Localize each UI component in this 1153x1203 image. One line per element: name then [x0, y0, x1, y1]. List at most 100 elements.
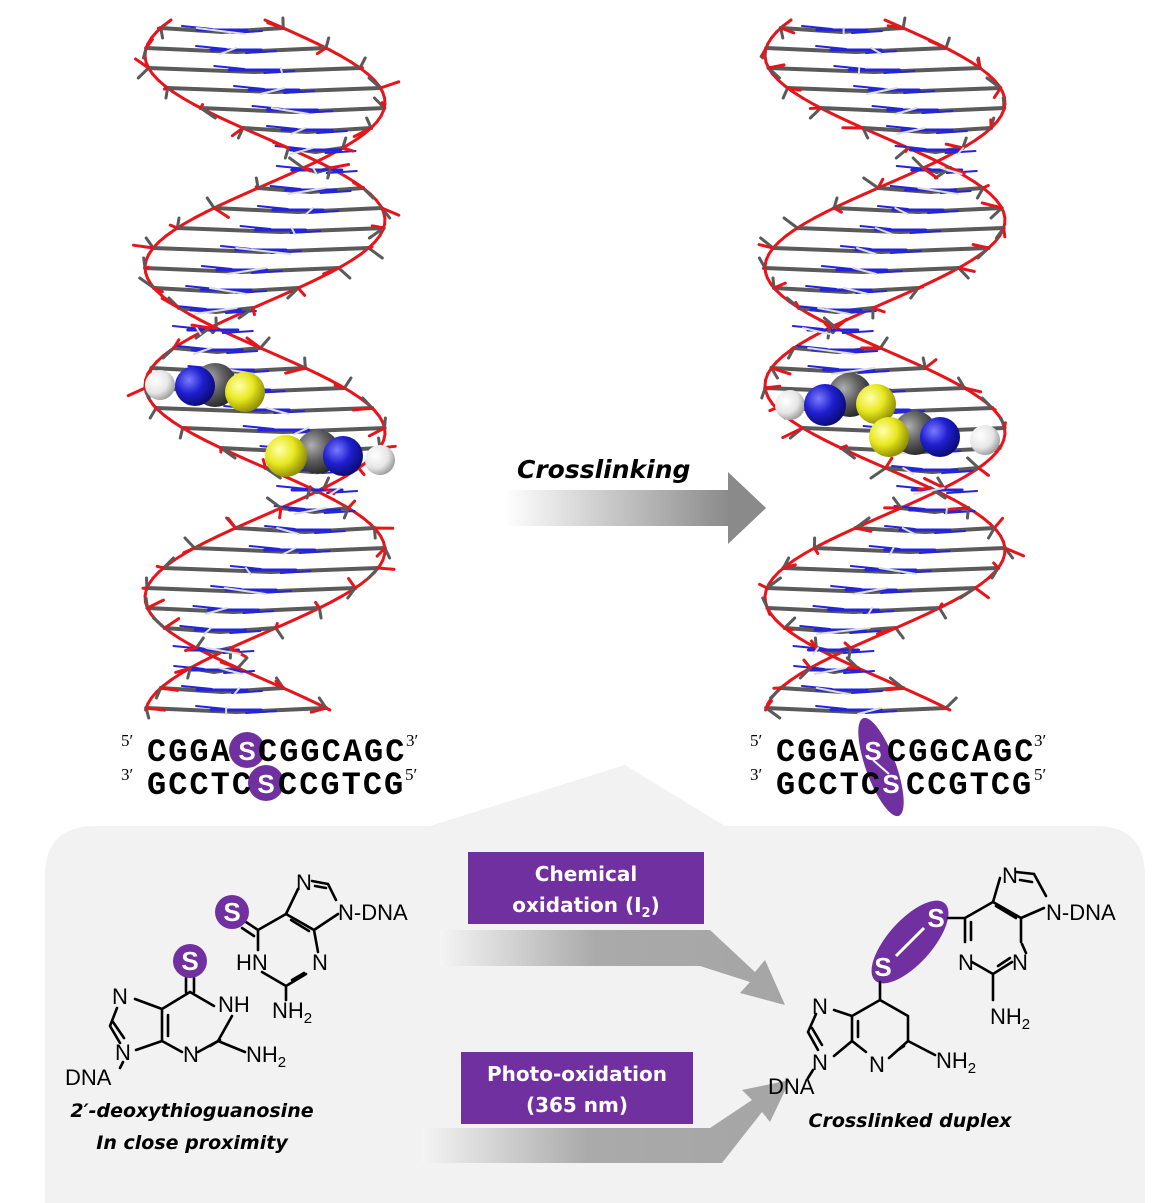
chemical-oxidation-box: Chemical oxidation (I2) [468, 852, 704, 924]
base-pair [883, 496, 976, 520]
base-pair [785, 296, 886, 320]
three-prime-label: 3′ [121, 765, 133, 784]
base-pair [155, 556, 396, 580]
base-pair [757, 236, 991, 260]
reactant-caption: 2′-deoxythioguanosine [70, 1100, 313, 1122]
base-pair [764, 696, 958, 720]
hydrogen-atom [970, 425, 1000, 455]
n-dna-label: N-DNA [1046, 900, 1116, 925]
base-pair [812, 536, 1026, 560]
base-pair [254, 176, 375, 200]
crosslinking-arrow [505, 472, 766, 544]
reaction-label: Photo-oxidation [487, 1062, 667, 1086]
svg-text:DNA: DNA [65, 1065, 112, 1090]
base-pair [853, 516, 1005, 540]
dna-duplex-model-before [126, 16, 401, 720]
five-prime-label: 5′ [121, 731, 133, 750]
nitrogen-atom [323, 436, 363, 476]
base-pair [841, 116, 996, 140]
photo-oxidation-box: Photo-oxidation (365 nm) [461, 1052, 693, 1124]
svg-text:N: N [812, 994, 828, 1019]
base-pair [862, 176, 990, 200]
svg-text:N: N [115, 1040, 131, 1065]
svg-text:N: N [112, 984, 128, 1009]
base-pair [134, 56, 367, 80]
base-pair [782, 216, 1007, 240]
base-pair [172, 636, 255, 660]
thioguanine-structure-lower: S NH N N N NH2 DNA [65, 944, 286, 1090]
sequence-text: CGGA [776, 734, 861, 771]
base-pair [144, 596, 323, 620]
n-dna-label: N-DNA [338, 900, 408, 925]
base-pair [151, 616, 285, 640]
sequence-text: CGGCAGC [887, 734, 1035, 771]
sequence-text: CCGTCG [906, 767, 1033, 804]
sulfur-atom [265, 435, 307, 477]
svg-text:N: N [1012, 950, 1028, 975]
dna-duplex-model-crosslinked [757, 16, 1026, 720]
svg-text:NH2: NH2 [246, 1042, 286, 1071]
base-pair [757, 256, 976, 280]
five-prime-label: 5′ [1034, 765, 1046, 784]
crosslinking-label: Crosslinking [517, 455, 691, 484]
photo-oxidation-arrow [422, 1080, 790, 1163]
thioguanine-s: S [238, 736, 255, 766]
thioguanine-s: S [882, 769, 899, 799]
svg-text:N: N [183, 1042, 199, 1067]
base-pair [265, 496, 357, 520]
base-pair [138, 276, 307, 300]
hydrogen-atom [775, 390, 805, 420]
base-pair [156, 16, 286, 40]
base-pair [225, 516, 395, 540]
mechanism-panel [45, 765, 1145, 1203]
base-pair [787, 336, 889, 360]
base-pair [808, 96, 1007, 120]
svg-text:S: S [927, 903, 944, 933]
reaction-label: Chemical [535, 862, 637, 886]
crosslinked-product-structure: S S N N-DNA N N NH2 N N N NH2 DNA Crossl… [768, 863, 1116, 1132]
svg-text:N: N [958, 950, 974, 975]
base-pair [182, 536, 392, 560]
base-pair [761, 596, 948, 620]
thioguanine-s: S [864, 736, 881, 766]
sequence-text: GCCTC [147, 767, 253, 804]
three-prime-label: 3′ [406, 731, 418, 750]
base-pair [782, 616, 905, 640]
base-pair [142, 256, 352, 280]
sequence-text: CCGTCG [278, 767, 405, 804]
nitrogen-atom [920, 417, 960, 457]
base-pair [162, 76, 401, 100]
svg-text:N: N [1002, 863, 1018, 888]
modified-base-highlight [248, 765, 284, 801]
base-pair [896, 476, 979, 500]
base-pair [759, 36, 951, 60]
chemical-oxidation-arrow [440, 930, 785, 1005]
base-pair [781, 556, 1001, 580]
svg-text:NH2: NH2 [990, 1004, 1030, 1033]
base-pair [141, 36, 331, 60]
svg-text:NH2: NH2 [936, 1048, 976, 1077]
base-pair [168, 216, 386, 240]
svg-text:DNA: DNA [768, 1074, 815, 1099]
base-pair [895, 156, 978, 180]
reaction-label: (365 nm) [526, 1093, 628, 1117]
base-pair [144, 696, 328, 720]
base-pair [272, 136, 357, 160]
sequence-left: 5′ CGGA S CGGCAGC 3′ 3′ GCCTC S CCGTCG 5… [121, 731, 418, 804]
hydrogen-atom [365, 445, 395, 475]
svg-text:NH: NH [218, 992, 250, 1017]
nitrogen-atom [175, 366, 215, 406]
base-pair [769, 676, 906, 700]
base-pair [154, 676, 286, 700]
product-caption: Crosslinked duplex [809, 1110, 1013, 1132]
base-pair [275, 156, 358, 180]
three-prime-label: 3′ [1034, 731, 1046, 750]
svg-text:NH2: NH2 [272, 998, 312, 1027]
base-pair [778, 16, 907, 40]
base-pair [869, 456, 990, 480]
base-pair [141, 576, 358, 600]
reaction-label: oxidation (I2) [512, 893, 659, 921]
base-pair [198, 96, 387, 120]
